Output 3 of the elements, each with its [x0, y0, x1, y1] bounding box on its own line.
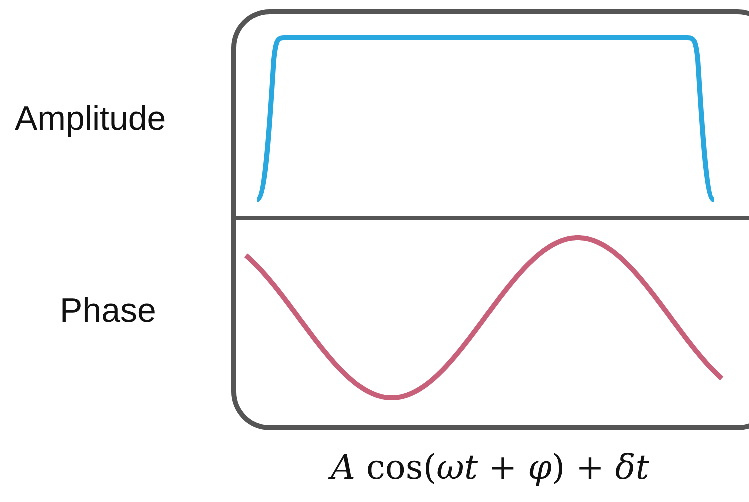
amplitude-label: Amplitude	[15, 100, 166, 139]
phase-label: Phase	[60, 292, 156, 331]
formula-caption: A cos(ωt + φ) + δt	[331, 448, 650, 488]
